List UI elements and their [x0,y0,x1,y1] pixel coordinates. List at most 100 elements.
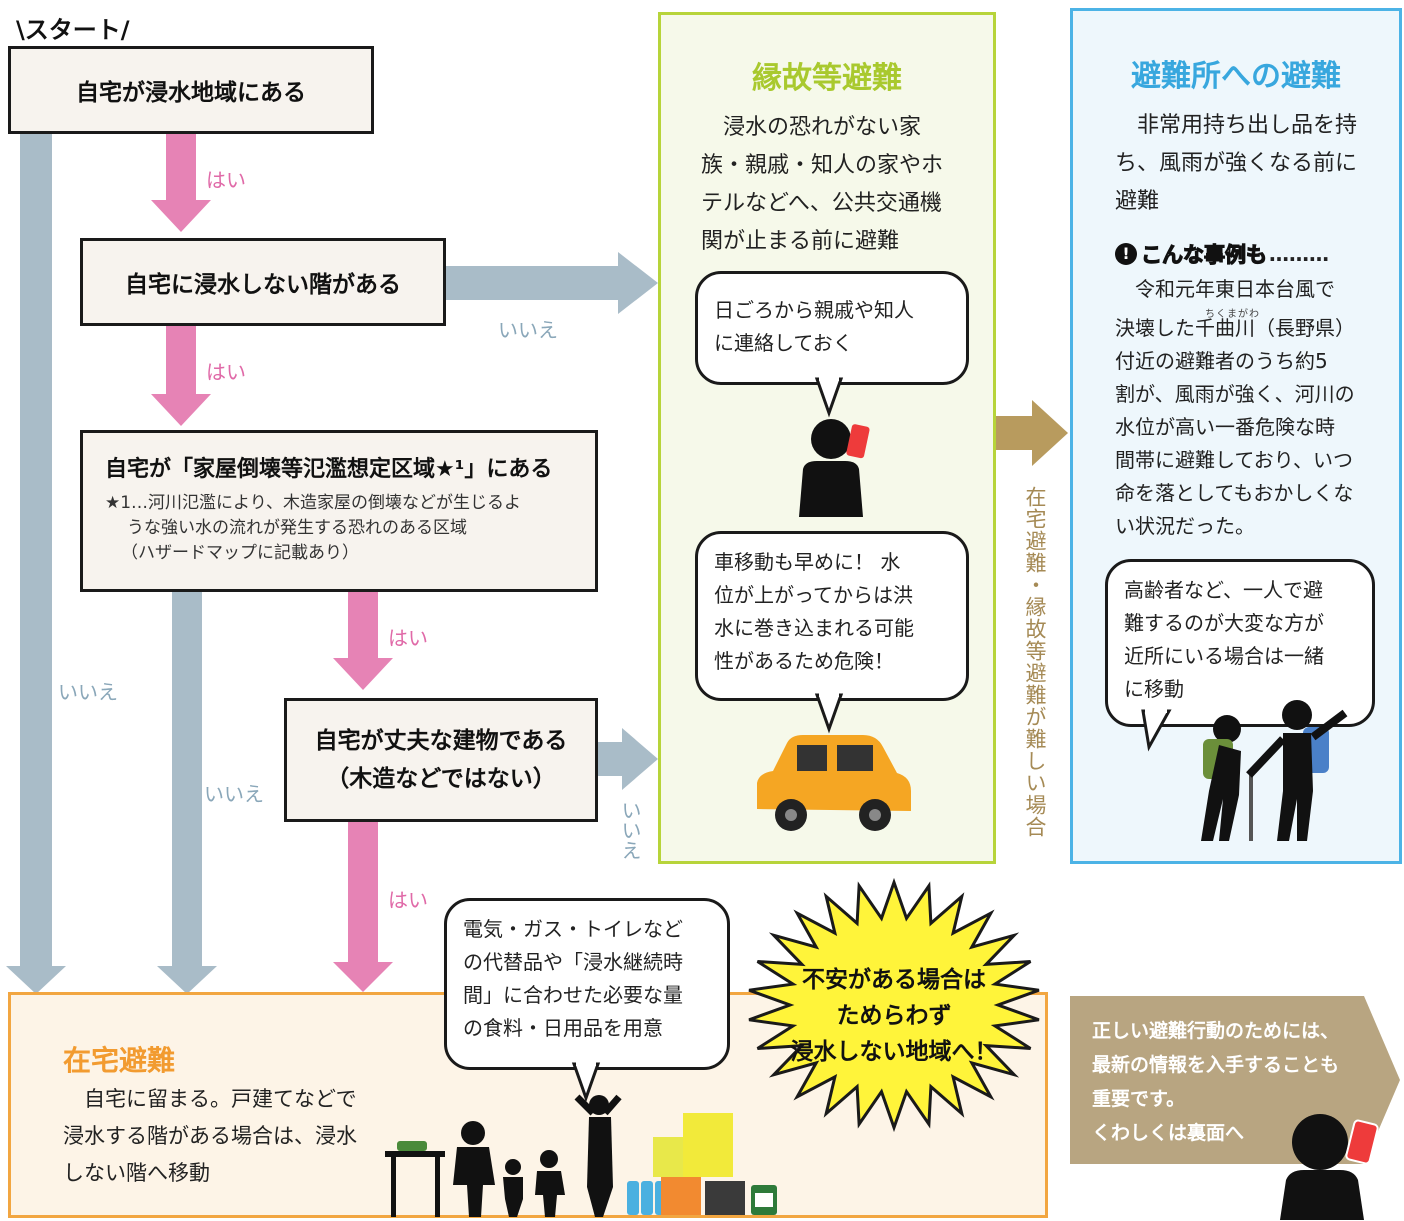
yes-arrowhead-1 [151,200,211,232]
case-body-line: い状況だった。 [1115,514,1255,538]
shelter-body: 非常用持ち出し品を持 ち、風雨が強くなる前に 避難 [1115,107,1357,221]
family-icon [385,1121,565,1217]
info-person-icon [1280,1114,1379,1220]
case-body-line: 間帯に避難しており、いつ [1115,448,1353,472]
shelter-title: 避難所への避難 [1131,59,1341,94]
no-label-q4-vertical: いいえ [618,800,642,860]
question-collapse-zone: 自宅が「家屋倒壊等氾濫想定区域★¹」にある ★1…河川氾濫により、木造家屋の倒壊… [80,430,598,592]
no-arrow-q4 [596,728,658,790]
bubble-tail [1141,705,1172,752]
yes-label-4: はい [388,888,428,912]
help-neighbors-line: に移動 [1124,677,1184,701]
warning-burst-text: 不安がある場合は ためらわず 浸水しない地域へ！ [784,962,1004,1070]
case-body: 令和元年東日本台風で 決壊した千曲川（長野県） 付近の避難者のうち約5 割が、風… [1115,273,1355,543]
kinship-title: 縁故等避難 [752,61,902,96]
bubble-tail [571,1060,601,1103]
case-body-line: 割が、風雨が強く、河川の [1115,382,1355,406]
home-body: 自宅に留まる。戸建てなどで 浸水する階がある場合は、浸水 しない階へ移動 [63,1081,357,1192]
supplies-icon [574,1094,777,1217]
info-line: 最新の情報を入手することも [1092,1054,1340,1076]
supplies-tip-bubble: 電気・ガス・トイレなど の代替品や「浸水継続時 間」に合わせた必要な量 の食料・… [444,898,730,1070]
car-warning-line: 水に巻き込まれる可能 [714,616,914,640]
shelter-body-line: ち、風雨が強くなる前に [1115,151,1358,176]
question-sturdy-building: 自宅が丈夫な建物である （木造などではない） [284,698,598,822]
case-body-line: 決壊した千曲川（長野県） [1115,316,1355,340]
difficult-label: 在宅避難・縁故等避難が難しい場合 [1023,486,1047,838]
contact-tip-line: 日ごろから親戚や知人 [714,298,914,322]
car-warning-line: 性があるため危険！ [714,649,894,673]
contact-tip-line: に連絡しておく [714,331,853,355]
shelter-body-line: 避難 [1115,189,1160,214]
question-dry-floor-text: 自宅に浸水しない階がある [125,272,401,298]
warning-burst-line: 不安がある場合は [802,967,986,993]
no-arrow-q2 [446,252,658,314]
kinship-evacuation-panel: 縁故等避難 浸水の恐れがない家 族・親戚・知人の家やホ テルなどへ、公共交通機 … [658,12,996,864]
case-title: こんな事例も [1140,242,1267,267]
footnote: ★1…河川氾濫により、木造家屋の倒壊などが生じるよ うな強い水の流れが発生する恐… [105,491,581,566]
yes-label-2: はい [206,360,246,384]
warning-burst-line: ためらわず [836,1003,952,1029]
yes-arrowhead-2 [151,394,211,426]
case-heading: ! こんな事例も ……… [1115,239,1329,269]
footnote-line: （ハザードマップに記載あり） [121,543,359,563]
question-sturdy-building-line: 自宅が丈夫な建物である [314,728,568,754]
question-flooded-area: 自宅が浸水地域にある [8,46,374,134]
kinship-body-line: 族・親戚・知人の家やホ [701,153,944,178]
yes-flow-1 [166,134,196,204]
ruby-reading: ちくまがわ [1205,309,1260,320]
no-label-mid: いいえ [204,782,264,806]
warning-burst-line: 浸水しない地域へ！ [790,1039,998,1065]
yes-arrowhead-3 [333,658,393,690]
kinship-body-line: 関が止まる前に避難 [701,229,900,254]
start-label: \スタート/ [16,16,130,44]
contact-tip-bubble: 日ごろから親戚や知人 に連絡しておく [695,271,969,385]
info-line: 重要です。 [1092,1088,1186,1110]
case-dots: ……… [1269,242,1329,266]
home-body-line: 自宅に留まる。戸建てなどで [63,1087,357,1111]
question-sturdy-building-line: （木造などではない） [326,766,556,792]
yes-flow-4 [348,822,378,966]
phone-person-icon [799,419,870,517]
car-icon [757,735,911,831]
info-line: くわしくは裏面へ [1092,1122,1245,1144]
kinship-body: 浸水の恐れがない家 族・親戚・知人の家やホ テルなどへ、公共交通機 関が止まる前… [701,109,943,261]
yes-flow-3 [348,592,378,662]
kinship-body-line: テルなどへ、公共交通機 [701,191,942,216]
no-flow-left [20,134,52,970]
bubble-tail [814,375,844,418]
warning-burst [748,877,1040,1133]
case-body-line: 命を落としてもおかしくな [1115,481,1354,505]
kinship-body-line: 浸水の恐れがない家 [701,115,922,140]
supplies-tip-line: 間」に合わせた必要な量 [463,983,683,1007]
supplies-tip-line: 電気・ガス・トイレなど [463,917,683,941]
help-neighbors-bubble: 高齢者など、一人で避 難するのが大変な方が 近所にいる場合は一緒 に移動 [1105,559,1375,727]
question-dry-floor: 自宅に浸水しない階がある [80,238,446,326]
car-warning-line: 位が上がってからは洪 [714,583,913,607]
question-collapse-zone-text: 自宅が「家屋倒壊等氾濫想定区域★¹」にある [105,457,553,482]
footnote-line: うな強い水の流れが発生する恐れのある区域 [127,518,467,538]
no-arrowhead-mid [157,966,217,994]
case-body-line: 付近の避難者のうち約5 [1115,349,1328,373]
supplies-tip-line: の食料・日用品を用意 [463,1016,663,1040]
case-body-line: 令和元年東日本台風で [1115,277,1335,301]
no-arrowhead-left [6,966,66,994]
supplies-tip-line: の代替品や「浸水継続時 [463,950,683,974]
yes-arrowhead-4 [333,962,393,992]
home-body-line: 浸水する階がある場合は、浸水 [63,1124,357,1148]
shelter-body-line: 非常用持ち出し品を持 [1115,113,1358,138]
no-label-q2: いいえ [498,318,558,342]
no-label-left: いいえ [58,680,118,704]
car-warning-bubble: 車移動も早めに！ 水 位が上がってからは洪 水に巻き込まれる可能 性があるため危… [695,531,969,701]
home-body-line: しない階へ移動 [63,1161,210,1185]
info-box-text: 正しい避難行動のためには、 最新の情報を入手することも 重要です。 くわしくは裏… [1092,1014,1339,1150]
car-warning-line: 車移動も早めに！ 水 [714,550,901,574]
yes-label-1: はい [206,168,246,192]
yes-label-3: はい [388,626,428,650]
case-body-line: 水位が高い一番危険な時 [1115,415,1335,439]
help-neighbors-line: 高齢者など、一人で避 [1124,578,1323,602]
alert-icon: ! [1115,243,1137,265]
bubble-tail [814,691,844,734]
shelter-evacuation-panel: 避難所への避難 非常用持ち出し品を持 ち、風雨が強くなる前に 避難 ! こんな事… [1070,8,1402,864]
info-line: 正しい避難行動のためには、 [1092,1020,1340,1042]
elderly-helper-icon [1201,700,1348,841]
